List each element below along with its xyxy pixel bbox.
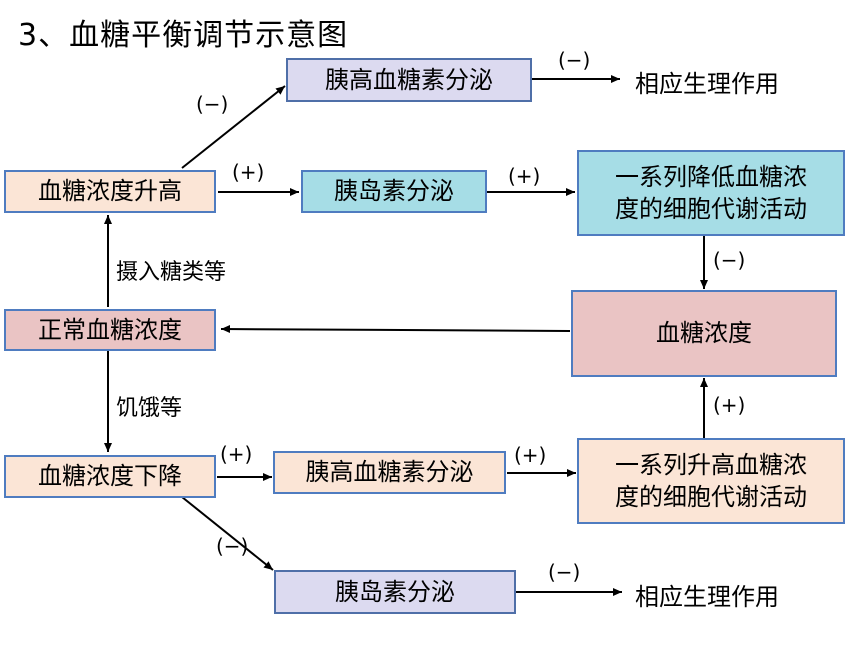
sign-fall-to-glucagon: (+) [220,442,253,466]
sign-fall-to-insulin: (−) [216,534,249,558]
node-insulin-bottom: 胰岛素分泌 [274,570,516,614]
sign-glucagon-to-raise: (+) [514,443,547,467]
node-glucagon-top-text: 胰高血糖素分泌 [325,65,493,94]
node-insulin-top: 胰岛素分泌 [301,170,487,213]
node-insulin-top-text: 胰岛素分泌 [334,177,454,206]
page-title: 3、血糖平衡调节示意图 [18,18,349,53]
node-glucose-rise-text: 血糖浓度升高 [38,177,182,206]
arrow-rise-to-glucagon [181,85,286,169]
node-normal-glucose-text: 正常血糖浓度 [38,315,182,344]
sign-rise-to-glucagon: (−) [196,92,229,116]
node-lowering-line2: 度的细胞代谢活动 [615,195,807,223]
node-blood-glucose-text: 血糖浓度 [656,319,752,348]
arrow-fall-to-insulin [181,496,274,571]
sign-raise-to-glucose: (+) [713,393,746,417]
sign-lower-to-glucose: (−) [713,248,746,272]
sign-insulin-bottom-effect: (−) [548,560,581,584]
label-intake: 摄入糖类等 [116,260,227,285]
node-raising-activities: 一系列升高血糖浓 度的细胞代谢活动 [577,438,845,524]
node-glucose-fall: 血糖浓度下降 [4,455,216,498]
sign-glucagon-top-effect: (−) [558,48,591,72]
node-glucagon-top: 胰高血糖素分泌 [286,58,532,102]
label-hunger: 饥饿等 [116,396,183,421]
node-glucagon-bottom: 胰高血糖素分泌 [273,451,506,494]
node-insulin-bottom-text: 胰岛素分泌 [335,577,455,606]
node-lowering-line1: 一系列降低血糖浓 [615,162,807,191]
node-raising-line2: 度的细胞代谢活动 [615,483,807,511]
node-glucose-fall-text: 血糖浓度下降 [38,462,182,491]
node-glucagon-bottom-text: 胰高血糖素分泌 [305,458,474,487]
node-raising-line1: 一系列升高血糖浓 [615,450,807,479]
node-blood-glucose: 血糖浓度 [571,290,837,377]
label-effect-top: 相应生理作用 [635,70,779,98]
node-normal-glucose: 正常血糖浓度 [4,309,216,351]
label-effect-bottom: 相应生理作用 [635,583,779,611]
sign-insulin-to-lower: (+) [508,164,541,188]
arrow-glucose-to-normal [220,325,571,334]
node-glucose-rise: 血糖浓度升高 [4,170,216,213]
sign-rise-to-insulin: (+) [232,160,265,184]
node-lowering-activities: 一系列降低血糖浓 度的细胞代谢活动 [577,150,845,236]
